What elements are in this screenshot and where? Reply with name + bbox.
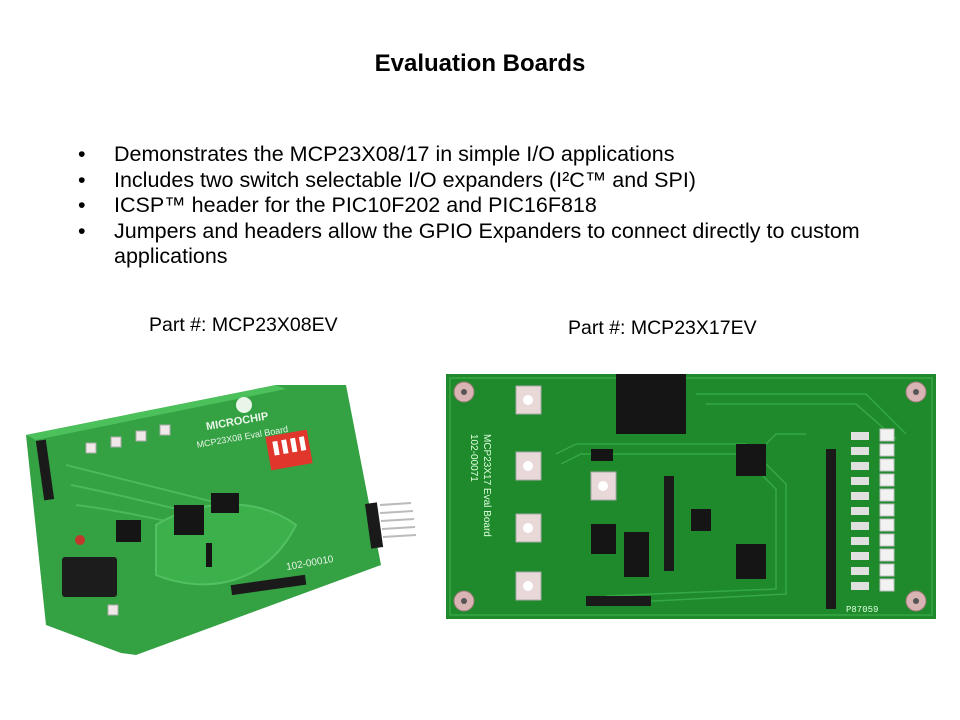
bullet-item: •Jumpers and headers allow the GPIO Expa…	[78, 218, 860, 269]
board-caption-mcp23x08ev: Part #: MCP23X08EV	[149, 314, 338, 336]
board-photo-mcp23x08ev: MICROCHIP MCP23X08 Eval Board 102-00010	[26, 385, 416, 655]
board-photo-mcp23x17ev: MCP23X17 Eval Board 102-00071 P87059	[446, 374, 936, 619]
bullet-icon: •	[78, 167, 86, 192]
bullet-list: •Demonstrates the MCP23X08/17 in simple …	[78, 142, 898, 270]
board-number: 102-00071	[468, 434, 479, 482]
bullet-item: •Includes two switch selectable I/O expa…	[78, 167, 696, 192]
bullet-icon: •	[78, 142, 86, 166]
bullet-item: •Demonstrates the MCP23X08/17 in simple …	[78, 142, 675, 166]
silkscreen-label: MCP23X17 Eval Board	[481, 434, 492, 537]
board-caption-mcp23x17ev: Part #: MCP23X17EV	[568, 317, 757, 339]
bullet-item: •ICSP™ header for the PIC10F202 and PIC1…	[78, 193, 597, 217]
slide-title: Evaluation Boards	[374, 50, 586, 77]
bullet-icon: •	[78, 218, 86, 243]
photo-id: P87059	[846, 605, 878, 615]
bullet-icon: •	[78, 193, 86, 217]
